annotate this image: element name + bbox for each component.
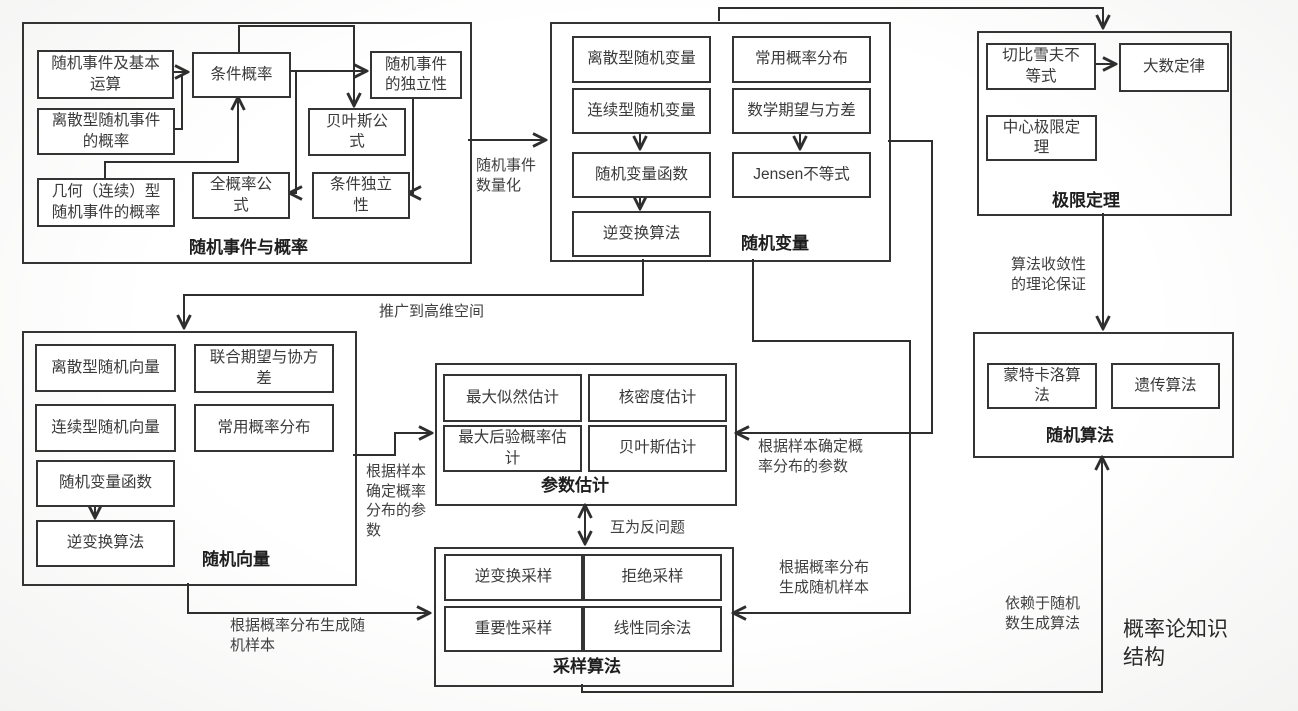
node-common-distributions: 常用概率分布	[732, 36, 871, 83]
node-conditional-independence: 条件独立 性	[312, 172, 410, 219]
node-total-probability: 全概率公 式	[192, 172, 290, 219]
node-discrete-rv: 离散型随机变量	[572, 36, 711, 83]
group-label-limit-theorems: 极限定理	[1052, 191, 1120, 210]
node-vector-inverse-transform: 逆变换算法	[36, 520, 175, 567]
group-label-random-events: 随机事件与概率	[189, 238, 308, 257]
edge-label-generate-samples-left: 根据概率分布生成随 机样本	[230, 617, 366, 654]
node-bayes-estimation: 贝叶斯估计	[588, 425, 727, 472]
node-linear-congruential: 线性同余法	[583, 606, 722, 652]
node-genetic-algorithm: 遗传算法	[1111, 363, 1220, 409]
node-event-independence: 随机事件 的独立性	[370, 51, 462, 99]
node-continuous-rvector: 连续型随机向量	[35, 404, 176, 452]
edge-label-quantify-events: 随机事件 数量化	[476, 157, 537, 194]
node-monte-carlo: 蒙特卡洛算 法	[987, 363, 1097, 409]
node-vector-rv-function: 随机变量函数	[36, 460, 175, 507]
node-rv-function: 随机变量函数	[572, 152, 711, 198]
node-inverse-sampling: 逆变换采样	[444, 554, 583, 601]
node-central-limit-theorem: 中心极限定 理	[986, 115, 1097, 161]
node-jensen-inequality: Jensen不等式	[732, 152, 871, 198]
node-bayes-formula: 贝叶斯公 式	[308, 108, 406, 156]
node-discrete-rvector: 离散型随机向量	[35, 344, 176, 392]
diagram-title: 概率论知识 结构	[1123, 618, 1228, 670]
node-continuous-rv: 连续型随机变量	[572, 88, 711, 134]
node-discrete-event-prob: 离散型随机事件 的概率	[37, 108, 175, 155]
node-chebyshev: 切比雪夫不 等式	[986, 43, 1096, 90]
arrow-vectors-to-estimation	[353, 433, 431, 456]
edge-label-convergence-guarantee: 算法收敛性 的理论保证	[1011, 256, 1087, 293]
node-kernel-density: 核密度估计	[588, 374, 727, 422]
node-expectation-variance: 数学期望与方差	[732, 88, 871, 134]
arrow-vectors-to-sampling	[187, 583, 429, 613]
edge-label-generalize-high-dim: 推广到高维空间	[379, 303, 485, 320]
node-map-estimation: 最大后验概率估 计	[443, 425, 582, 472]
node-law-of-large-numbers: 大数定律	[1119, 43, 1229, 92]
node-geometric-event-prob: 几何（连续）型 随机事件的概率	[37, 178, 175, 227]
group-label-random-variables: 随机变量	[741, 234, 809, 253]
group-label-random-algorithms: 随机算法	[1046, 426, 1114, 445]
node-joint-expectation-covariance: 联合期望与协方 差	[194, 344, 334, 393]
node-vector-common-distributions: 常用概率分布	[194, 404, 334, 452]
group-label-random-vectors: 随机向量	[202, 550, 270, 569]
group-label-parameter-estimation: 参数估计	[541, 476, 609, 495]
edge-label-mutual-inverse-problems: 互为反问题	[610, 519, 686, 536]
group-limit-theorems	[977, 31, 1232, 216]
node-rejection-sampling: 拒绝采样	[583, 554, 722, 601]
node-inverse-transform-alg: 逆变换算法	[572, 211, 711, 257]
node-importance-sampling: 重要性采样	[444, 606, 583, 652]
node-basic-operations: 随机事件及基本 运算	[37, 50, 174, 99]
node-conditional-probability: 条件概率	[192, 52, 291, 98]
edge-label-generate-samples-right: 根据概率分布 生成随机样本	[779, 559, 870, 596]
group-label-sampling-algorithms: 采样算法	[553, 657, 621, 676]
edge-label-params-from-samples-right: 根据样本确定概 率分布的参数	[758, 438, 864, 475]
edge-label-params-from-samples-left: 根据样本 确定概率 分布的参 数	[366, 463, 427, 539]
edge-label-depends-on-rng: 依赖于随机 数生成算法	[1005, 595, 1081, 632]
node-mle: 最大似然估计	[443, 374, 582, 422]
